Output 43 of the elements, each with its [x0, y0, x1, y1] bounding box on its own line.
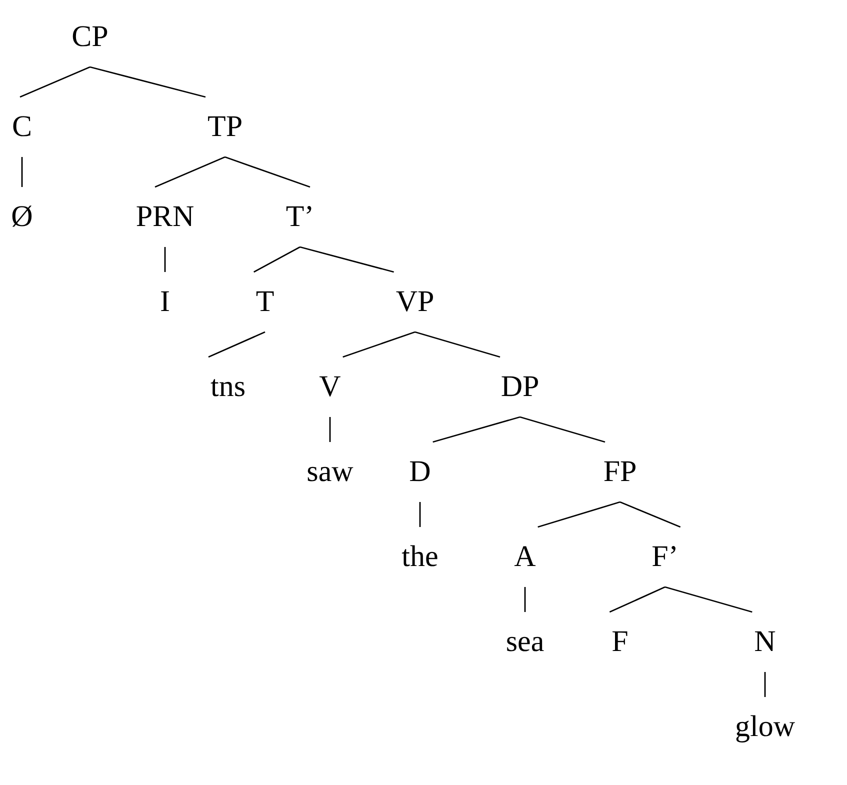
tree-node-label: D [405, 442, 435, 502]
tree-branch-line [208, 331, 266, 358]
tree-node-label: V [315, 357, 345, 417]
tree-node-label: glow [731, 697, 799, 757]
tree-branch-line [538, 501, 620, 528]
tree-node-label: CP [68, 7, 112, 67]
tree-node-label: T’ [282, 187, 318, 247]
tree-node-label: PRN [132, 187, 198, 247]
tree-node-label: saw [302, 442, 358, 502]
tree-branch-line [620, 501, 681, 528]
tree-branch-line [254, 246, 300, 273]
tree-branch-line [154, 156, 226, 188]
tree-node-label: TP [204, 97, 246, 157]
tree-node-label: F [608, 612, 632, 672]
tree-node-label: T [252, 272, 278, 332]
tree-branch-line [520, 416, 606, 443]
tree-branch-line [20, 66, 90, 98]
tree-branch-line [21, 157, 23, 187]
tree-node-label: I [156, 272, 174, 332]
tree-branch-line [342, 331, 416, 358]
tree-branch-line [419, 502, 421, 527]
tree-node-label: VP [392, 272, 438, 332]
tree-branch-line [432, 416, 520, 443]
tree-branch-line [329, 417, 331, 442]
tree-node-label: DP [496, 357, 544, 417]
tree-node-label: F’ [648, 527, 682, 587]
tree-branch-line [609, 586, 666, 613]
tree-branch-line [664, 586, 752, 613]
tree-node-label: N [750, 612, 780, 672]
tree-branch-line [90, 66, 206, 98]
tree-node-label: C [8, 97, 36, 157]
tree-node-label: FP [599, 442, 641, 502]
tree-branch-line [524, 587, 526, 612]
tree-branch-line [414, 331, 500, 358]
tree-branch-line [224, 156, 310, 188]
tree-node-label: Ø [7, 187, 37, 247]
tree-branch-line [764, 672, 766, 697]
tree-branch-line [300, 246, 394, 273]
tree-node-label: sea [502, 612, 548, 672]
tree-node-label: A [510, 527, 540, 587]
tree-node-label: the [398, 527, 442, 587]
tree-branch-line [164, 247, 166, 272]
tree-node-label: tns [206, 357, 250, 417]
